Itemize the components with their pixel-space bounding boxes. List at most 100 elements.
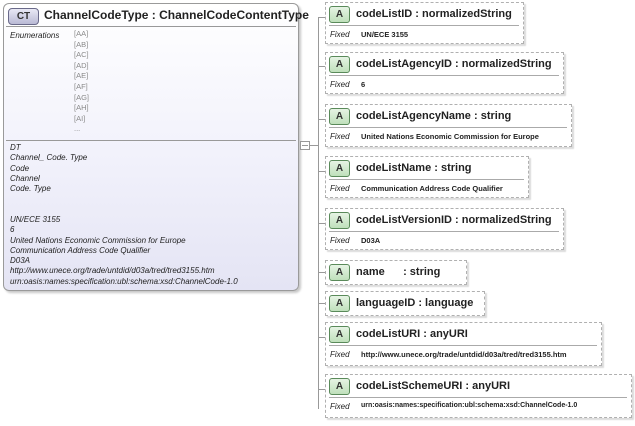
expand-collapse-icon[interactable] [300, 141, 310, 150]
enum-item: [AD] [74, 60, 89, 70]
attribute-name: codeListSchemeURI : anyURI [356, 380, 511, 392]
attribute-header: A codeListSchemeURI : anyURI [329, 378, 627, 396]
connector-line [310, 145, 318, 146]
attribute-name: codeListAgencyID : normalizedString [356, 58, 552, 70]
doc-line: United Nations Economic Commission for E… [10, 235, 186, 245]
doc-line: http://www.unece.org/trade/untdid/d03a/t… [10, 266, 215, 276]
enum-item: [AG] [74, 92, 90, 102]
attribute-name: name : string [356, 266, 441, 278]
doc-line: Channel [10, 173, 40, 183]
branch-line [318, 66, 328, 67]
enum-item: ... [74, 124, 81, 134]
attribute-box[interactable]: A codeListID : normalizedString Fixed UN… [325, 2, 524, 44]
enum-item: [AH] [74, 103, 89, 113]
attribute-header: A codeListAgencyName : string [329, 108, 567, 126]
branch-line [318, 119, 328, 120]
doc-line: Code. Type [10, 184, 51, 194]
enum-item: [AB] [74, 39, 89, 49]
attribute-header: A codeListURI : anyURI [329, 326, 597, 344]
fixed-value: Communication Address Code Qualifier [361, 184, 503, 193]
attribute-icon: A [329, 108, 350, 125]
attribute-divider [329, 345, 597, 346]
enumerations-label: Enumerations [10, 31, 60, 40]
documentation-block-1: DT Channel_ Code. Type Code Channel Code… [10, 143, 87, 194]
attribute-box[interactable]: A codeListAgencyName : string Fixed Unit… [325, 104, 572, 147]
attribute-name: codeListAgencyName : string [356, 110, 512, 122]
documentation-block-2: UN/ECE 3155 6 United Nations Economic Co… [10, 215, 238, 287]
attribute-header: A name : string [329, 264, 462, 282]
doc-line: D03A [10, 256, 31, 266]
attribute-divider [329, 127, 567, 128]
doc-line: Communication Address Code Qualifier [10, 245, 151, 255]
attribute-box[interactable]: A codeListName : string Fixed Communicat… [325, 156, 529, 198]
attribute-divider [329, 25, 519, 26]
complex-type-icon: CT [8, 8, 39, 25]
enum-item: [AE] [74, 71, 89, 81]
fixed-label: Fixed [330, 30, 350, 39]
fixed-value: UN/ECE 3155 [361, 30, 409, 39]
attribute-header: A codeListVersionID : normalizedString [329, 212, 559, 230]
branch-line [318, 171, 328, 172]
fixed-label: Fixed [330, 402, 350, 411]
attribute-box[interactable]: A languageID : language [325, 291, 485, 316]
attribute-box[interactable]: A codeListVersionID : normalizedString F… [325, 208, 564, 250]
attribute-icon: A [329, 212, 350, 229]
branch-line [318, 389, 328, 390]
doc-line: 6 [10, 225, 15, 235]
header-divider [6, 26, 296, 27]
attribute-icon: A [329, 378, 350, 395]
fixed-value: 6 [361, 80, 366, 89]
branch-line [318, 223, 328, 224]
tree-trunk-line [318, 17, 319, 409]
branch-line [318, 303, 328, 304]
doc-line: Channel_ Code. Type [10, 153, 88, 163]
complex-type-title: ChannelCodeType : ChannelCodeContentType [44, 8, 309, 22]
attribute-divider [329, 397, 627, 398]
attribute-divider [329, 231, 559, 232]
doc-line: Code [10, 163, 30, 173]
attribute-icon: A [329, 160, 350, 177]
attribute-icon: A [329, 295, 350, 312]
enumerations-divider [6, 140, 296, 141]
attribute-box[interactable]: A codeListURI : anyURI Fixed http://www.… [325, 322, 602, 366]
attribute-name: codeListURI : anyURI [356, 328, 468, 340]
attribute-divider [329, 75, 559, 76]
enumerations-list: [AA] [AB] [AC] [AD] [AE] [AF] [AG] [AH] … [74, 29, 89, 135]
doc-line: UN/ECE 3155 [10, 215, 61, 224]
attribute-icon: A [329, 56, 350, 73]
enum-item: [AA] [74, 29, 89, 38]
attribute-name: languageID : language [356, 297, 474, 309]
attribute-header: A codeListName : string [329, 160, 524, 178]
attribute-icon: A [329, 264, 350, 281]
enum-item: [AF] [74, 81, 88, 91]
complex-type-header: CT ChannelCodeType : ChannelCodeContentT… [8, 8, 309, 26]
fixed-value: United Nations Economic Commission for E… [361, 132, 539, 141]
branch-line [318, 272, 328, 273]
enum-item: [AC] [74, 50, 89, 60]
fixed-label: Fixed [330, 80, 350, 89]
fixed-label: Fixed [330, 236, 350, 245]
fixed-label: Fixed [330, 350, 350, 359]
attribute-name: codeListVersionID : normalizedString [356, 214, 552, 226]
branch-line [318, 17, 328, 18]
attribute-box[interactable]: A codeListAgencyID : normalizedString Fi… [325, 52, 564, 94]
fixed-value: http://www.unece.org/trade/untdid/d03a/t… [361, 350, 567, 359]
fixed-label: Fixed [330, 184, 350, 193]
attribute-icon: A [329, 326, 350, 343]
attribute-divider [329, 179, 524, 180]
fixed-value: urn:oasis:names:specification:ubl:schema… [361, 402, 578, 409]
attribute-name: codeListName : string [356, 162, 472, 174]
attribute-header: A languageID : language [329, 295, 480, 313]
attribute-name: codeListID : normalizedString [356, 8, 512, 20]
attribute-icon: A [329, 6, 350, 23]
doc-line: urn:oasis:names:specification:ubl:schema… [10, 276, 238, 286]
branch-line [318, 337, 328, 338]
attribute-header: A codeListAgencyID : normalizedString [329, 56, 559, 74]
fixed-value: D03A [361, 236, 381, 245]
enum-item: [AI] [74, 113, 86, 123]
complex-type-box[interactable]: CT ChannelCodeType : ChannelCodeContentT… [3, 3, 309, 291]
attribute-box[interactable]: A name : string [325, 260, 467, 285]
attribute-box[interactable]: A codeListSchemeURI : anyURI Fixed urn:o… [325, 374, 632, 418]
attribute-header: A codeListID : normalizedString [329, 6, 519, 24]
doc-line: DT [10, 143, 21, 152]
